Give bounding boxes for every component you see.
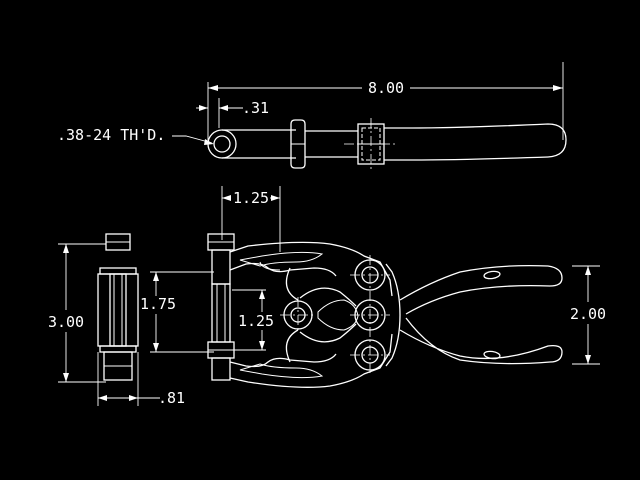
dim-jaw-gap-label: 1.25	[238, 312, 274, 330]
lower-arm	[229, 329, 393, 388]
dim-thread-offset: .31	[196, 98, 269, 128]
top-view: 8.00 .31 .38-24 TH'D.	[57, 62, 567, 170]
pivot-pins	[280, 255, 390, 375]
jaw-spindle	[207, 233, 235, 381]
dim-base-width-label: .81	[158, 389, 185, 407]
dim-handle-span-label: 2.00	[570, 305, 606, 323]
front-view: 1.25 3.00	[48, 186, 606, 407]
dim-body-height: 3.00	[48, 243, 106, 383]
side-spindle	[97, 233, 139, 381]
dim-jaw-offset: 1.25	[221, 186, 281, 252]
dim-thread-offset-label: .31	[242, 99, 269, 117]
dim-overall-length-label: 8.00	[368, 79, 404, 97]
dim-overall-length: 8.00	[207, 62, 564, 140]
handle	[385, 263, 563, 367]
dim-jaw-gap: 1.25	[232, 289, 274, 351]
dim-jaw-span-label: 1.75	[140, 295, 176, 313]
dim-body-height-label: 3.00	[48, 313, 84, 331]
dim-jaw-span: 1.75	[140, 271, 214, 353]
thread-callout-label: .38-24 TH'D.	[57, 126, 165, 144]
linkage	[299, 287, 359, 343]
dim-base-width: .81	[97, 352, 185, 407]
dim-handle-span: 2.00	[570, 265, 606, 365]
thread-callout: .38-24 TH'D.	[57, 126, 214, 145]
dim-jaw-offset-label: 1.25	[233, 189, 269, 207]
upper-arm	[229, 241, 393, 301]
